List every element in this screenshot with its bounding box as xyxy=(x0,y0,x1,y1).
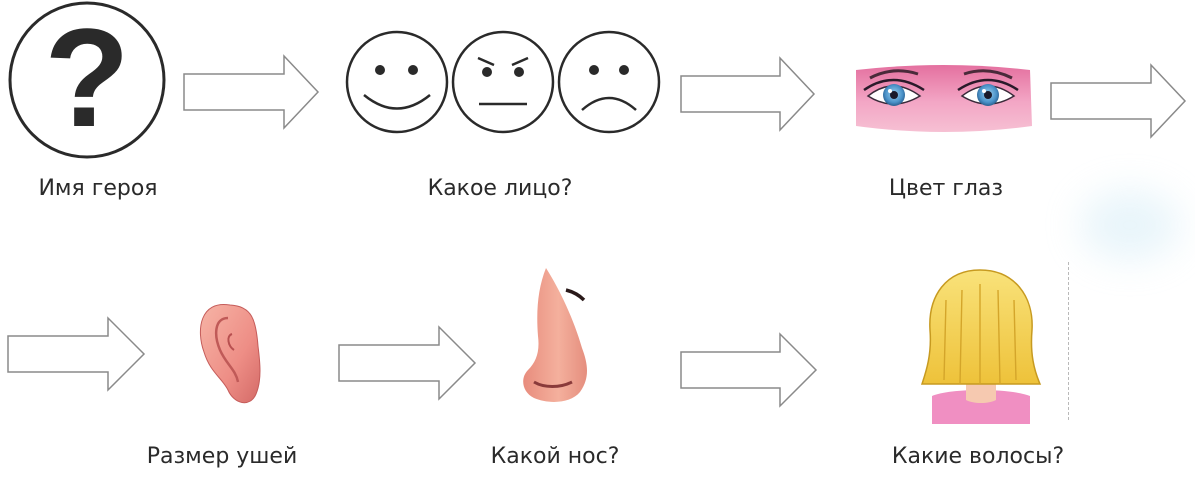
ear-icon xyxy=(200,304,260,402)
sad-face-icon xyxy=(559,32,659,132)
happy-face-icon xyxy=(347,32,447,132)
nose-icon xyxy=(523,268,587,402)
hair-icon xyxy=(922,270,1040,424)
label-hero-name: Имя героя xyxy=(38,176,157,201)
eyes-icon xyxy=(856,65,1032,132)
label-hair: Какие волосы? xyxy=(892,444,1064,469)
background-smudge xyxy=(1080,190,1180,260)
arrow-icon xyxy=(681,58,814,130)
label-nose: Какой нос? xyxy=(491,444,620,469)
arrow-icon xyxy=(184,56,318,128)
arrow-icon xyxy=(681,334,816,406)
label-face: Какое лицо? xyxy=(428,176,573,201)
arrow-icon xyxy=(1051,65,1185,137)
arrow-icon xyxy=(8,318,144,390)
arrow-icon xyxy=(339,327,475,399)
divider-line xyxy=(1068,262,1069,420)
label-eye-color: Цвет глаз xyxy=(889,176,1003,201)
question-mark-icon: ? xyxy=(10,0,164,157)
angry-face-icon xyxy=(453,32,553,132)
label-ear-size: Размер ушей xyxy=(147,444,298,469)
question-mark-glyph: ? xyxy=(44,0,130,156)
